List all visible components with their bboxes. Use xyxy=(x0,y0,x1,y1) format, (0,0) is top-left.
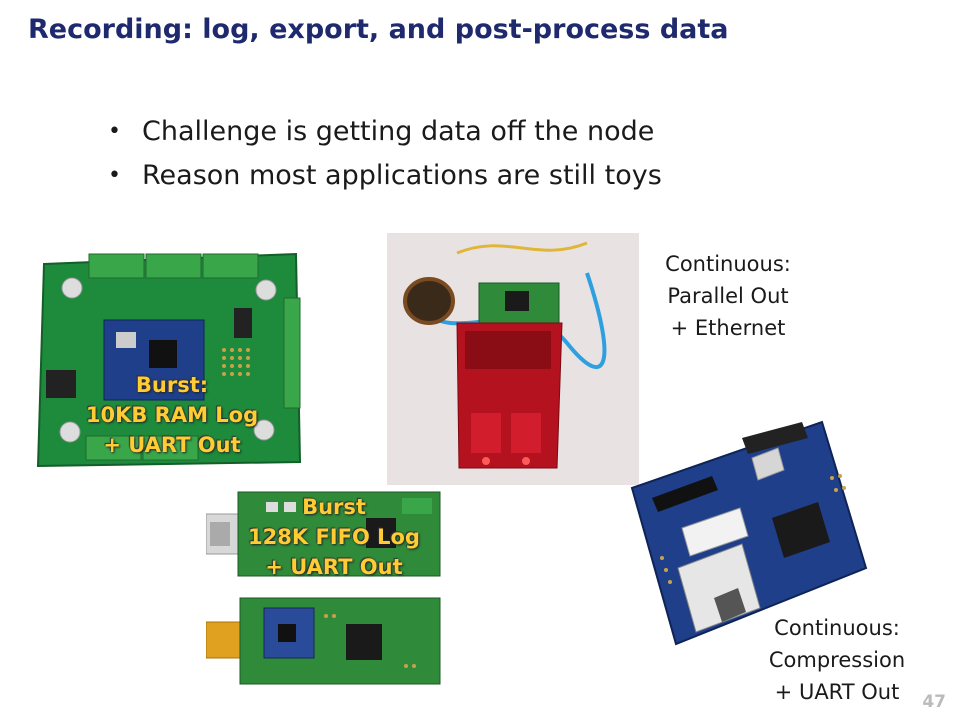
bullet-text: Reason most applications are still toys xyxy=(142,160,662,191)
caption-line: + Ethernet xyxy=(670,316,786,340)
usb-fifo-board-photo xyxy=(206,491,441,577)
fifo-log-overlay-label: Burst 128K FIFO Log + UART Out xyxy=(244,492,424,582)
bullet-dot-icon: • xyxy=(108,119,121,144)
page-number: 47 xyxy=(922,692,946,712)
bullet-dot-icon: • xyxy=(108,163,121,188)
slide-title: Recording: log, export, and post-process… xyxy=(28,14,729,45)
overlay-line: 128K FIFO Log xyxy=(248,525,420,549)
ram-log-overlay-label: Burst: 10KB RAM Log + UART Out xyxy=(82,370,262,460)
blue-pcb-board-photo xyxy=(630,420,868,646)
bullet-item: • Challenge is getting data off the node xyxy=(108,110,662,154)
bullet-item: • Reason most applications are still toy… xyxy=(108,154,662,198)
caption-line: Parallel Out xyxy=(667,284,789,308)
overlay-line: + UART Out xyxy=(103,433,241,457)
caption-line: Continuous: xyxy=(665,252,791,276)
overlay-line: Burst xyxy=(302,495,366,519)
red-enclosure-photo xyxy=(387,233,639,485)
caption-line: Continuous: xyxy=(774,616,900,640)
green-pcb-board-photo xyxy=(36,252,302,468)
parallel-out-caption: Continuous: Parallel Out + Ethernet xyxy=(648,248,808,344)
compression-caption: Continuous: Compression + UART Out xyxy=(752,612,922,708)
bullet-list: • Challenge is getting data off the node… xyxy=(108,110,662,198)
caption-line: Compression xyxy=(768,648,906,672)
caption-line: + UART Out xyxy=(774,680,900,704)
overlay-line: Burst: xyxy=(135,373,209,397)
sensor-board-photo xyxy=(206,597,441,685)
bullet-text: Challenge is getting data off the node xyxy=(142,116,655,147)
overlay-line: 10KB RAM Log xyxy=(85,403,259,427)
overlay-line: + UART Out xyxy=(265,555,403,579)
